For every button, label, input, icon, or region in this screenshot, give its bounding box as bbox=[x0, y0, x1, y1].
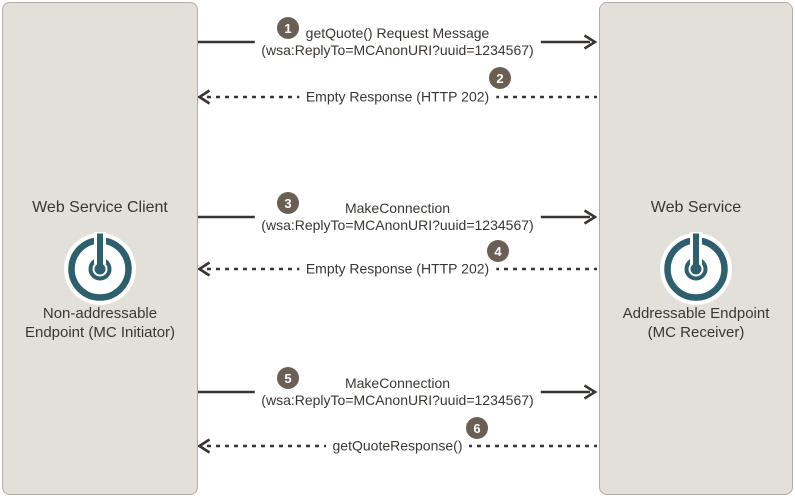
endpoint-icon bbox=[64, 232, 136, 305]
message-row-1: getQuote() Request Message (wsa:ReplyTo=… bbox=[198, 25, 597, 59]
panel-web-service: Web Service Addressable Endpoint (MC Rec… bbox=[599, 2, 793, 495]
message-label: MakeConnection (wsa:ReplyTo=MCAnonURI?uu… bbox=[254, 200, 541, 234]
message-row-3: MakeConnection (wsa:ReplyTo=MCAnonURI?uu… bbox=[198, 200, 597, 234]
step-badge-1: 1 bbox=[277, 17, 299, 39]
panel-title: Web Service bbox=[650, 199, 742, 216]
step-badge-3: 3 bbox=[277, 192, 299, 214]
message-label-line1: getQuote() Request Message bbox=[305, 25, 490, 41]
step-badge-4: 4 bbox=[487, 240, 509, 262]
message-label-line1: MakeConnection bbox=[344, 200, 451, 216]
message-label-line1: Empty Response (HTTP 202) bbox=[305, 88, 490, 105]
message-label: Empty Response (HTTP 202) bbox=[298, 260, 497, 278]
dashed-left-arrow-icon bbox=[198, 89, 597, 105]
message-label-line1: MakeConnection bbox=[344, 375, 451, 391]
message-label: Empty Response (HTTP 202) bbox=[298, 88, 497, 106]
caption-line: (MC Receiver) bbox=[647, 324, 745, 341]
dashed-left-arrow-icon bbox=[198, 438, 597, 454]
panel-title: Web Service Client bbox=[32, 199, 168, 216]
message-row-6: getQuoteResponse() bbox=[198, 436, 597, 456]
step-badge-6: 6 bbox=[466, 417, 488, 439]
panel-web-service-client: Web Service Client Non-addressable Endpo… bbox=[2, 2, 198, 495]
panel-caption: Non-addressable Endpoint (MC Initiator) bbox=[3, 304, 197, 342]
message-label-line1: Empty Response (HTTP 202) bbox=[305, 260, 490, 277]
step-badge-2: 2 bbox=[489, 67, 511, 89]
message-row-4: Empty Response (HTTP 202) bbox=[198, 259, 597, 279]
message-label: getQuote() Request Message (wsa:ReplyTo=… bbox=[254, 25, 541, 59]
message-label-line2: (wsa:ReplyTo=MCAnonURI?uuid=1234567) bbox=[261, 217, 534, 233]
endpoint-icon bbox=[660, 232, 732, 305]
caption-line: Endpoint (MC Initiator) bbox=[24, 324, 176, 341]
message-row-5: MakeConnection (wsa:ReplyTo=MCAnonURI?uu… bbox=[198, 375, 597, 409]
caption-line: Non-addressable bbox=[42, 305, 158, 322]
panel-caption: Addressable Endpoint (MC Receiver) bbox=[600, 304, 792, 342]
message-label: MakeConnection (wsa:ReplyTo=MCAnonURI?uu… bbox=[254, 375, 541, 409]
message-label-line2: (wsa:ReplyTo=MCAnonURI?uuid=1234567) bbox=[261, 42, 534, 58]
caption-line: Addressable Endpoint bbox=[622, 305, 770, 322]
message-label: getQuoteResponse() bbox=[325, 437, 470, 455]
message-row-2: Empty Response (HTTP 202) bbox=[198, 87, 597, 107]
step-badge-5: 5 bbox=[277, 367, 299, 389]
dashed-left-arrow-icon bbox=[198, 261, 597, 277]
message-label-line1: getQuoteResponse() bbox=[332, 437, 463, 454]
message-label-line2: (wsa:ReplyTo=MCAnonURI?uuid=1234567) bbox=[261, 392, 534, 408]
